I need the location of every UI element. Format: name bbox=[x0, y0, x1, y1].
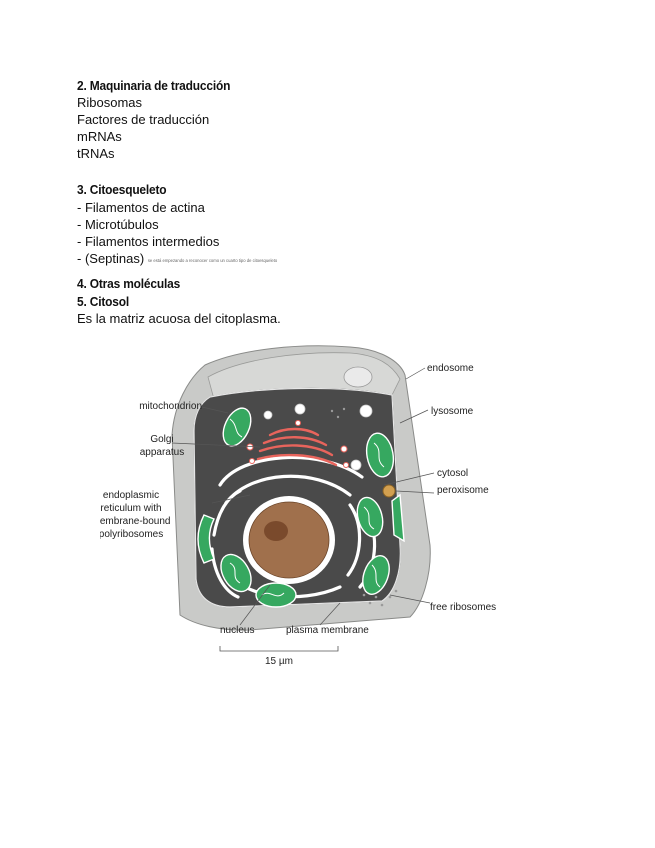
section-2-heading: 2. Maquinaria de traducción bbox=[77, 78, 231, 93]
label-er-2: reticulum with bbox=[100, 503, 161, 514]
cell-diagram: endosome lysosome mitochondrion Golgi ap… bbox=[100, 345, 496, 667]
list-item: - Filamentos intermedios bbox=[77, 234, 220, 249]
lysosomes bbox=[263, 403, 373, 471]
section-3-heading: 3. Citoesqueleto bbox=[77, 182, 167, 197]
list-item-septinas: - (Septinas) se está empezando a reconoc… bbox=[77, 251, 277, 269]
label-mitochondrion: mitochondrion bbox=[139, 401, 202, 412]
label-scale: 15 µm bbox=[265, 656, 293, 667]
septinas-note: se está empezando a reconocer como un cu… bbox=[147, 258, 278, 263]
label-plasma-membrane: plasma membrane bbox=[286, 625, 369, 636]
label-golgi-2: apparatus bbox=[140, 447, 184, 458]
plasma-membrane bbox=[193, 387, 401, 608]
free-ribosomes bbox=[330, 407, 398, 607]
label-cytosol: cytosol bbox=[437, 468, 468, 479]
list-item: Factores de traducción bbox=[77, 112, 210, 127]
mitochondria-cristae bbox=[229, 418, 385, 597]
section-4-heading: 4. Otras moléculas bbox=[77, 276, 181, 291]
mitochondria bbox=[197, 407, 405, 608]
label-peroxisome: peroxisome bbox=[437, 485, 489, 496]
label-er-3: membrane-bound bbox=[100, 516, 170, 527]
mitochondrion bbox=[222, 407, 252, 447]
list-item: - Filamentos de actina bbox=[77, 200, 205, 215]
label-endosome: endosome bbox=[427, 363, 474, 374]
label-er-4: polyribosomes bbox=[100, 529, 163, 540]
list-item: Ribosomas bbox=[77, 95, 143, 110]
label-lysosome: lysosome bbox=[431, 406, 474, 417]
septinas-label: - (Septinas) bbox=[77, 251, 145, 266]
section-5-text: Es la matriz acuosa del citoplasma. bbox=[77, 311, 281, 326]
golgi-apparatus bbox=[256, 427, 338, 467]
label-golgi-1: Golgi bbox=[150, 434, 173, 445]
label-free-ribosomes: free ribosomes bbox=[430, 602, 496, 613]
peroxisome bbox=[382, 484, 396, 498]
mitochondrion bbox=[255, 582, 297, 608]
list-item: tRNAs bbox=[77, 146, 115, 161]
endosome bbox=[343, 366, 373, 388]
nucleolus bbox=[264, 521, 288, 541]
list-item: - Microtúbulos bbox=[77, 217, 159, 232]
leader-lines bbox=[171, 367, 435, 626]
mitochondrion bbox=[365, 432, 395, 478]
mitochondrion bbox=[356, 496, 384, 538]
section-5-heading: 5. Citosol bbox=[77, 294, 129, 309]
nucleus bbox=[248, 501, 330, 579]
label-nucleus: nucleus bbox=[220, 625, 254, 636]
mitochondrion bbox=[220, 553, 252, 593]
list-item: mRNAs bbox=[77, 129, 122, 144]
label-er-1: endoplasmic bbox=[103, 490, 159, 501]
scale-bar bbox=[219, 646, 339, 652]
